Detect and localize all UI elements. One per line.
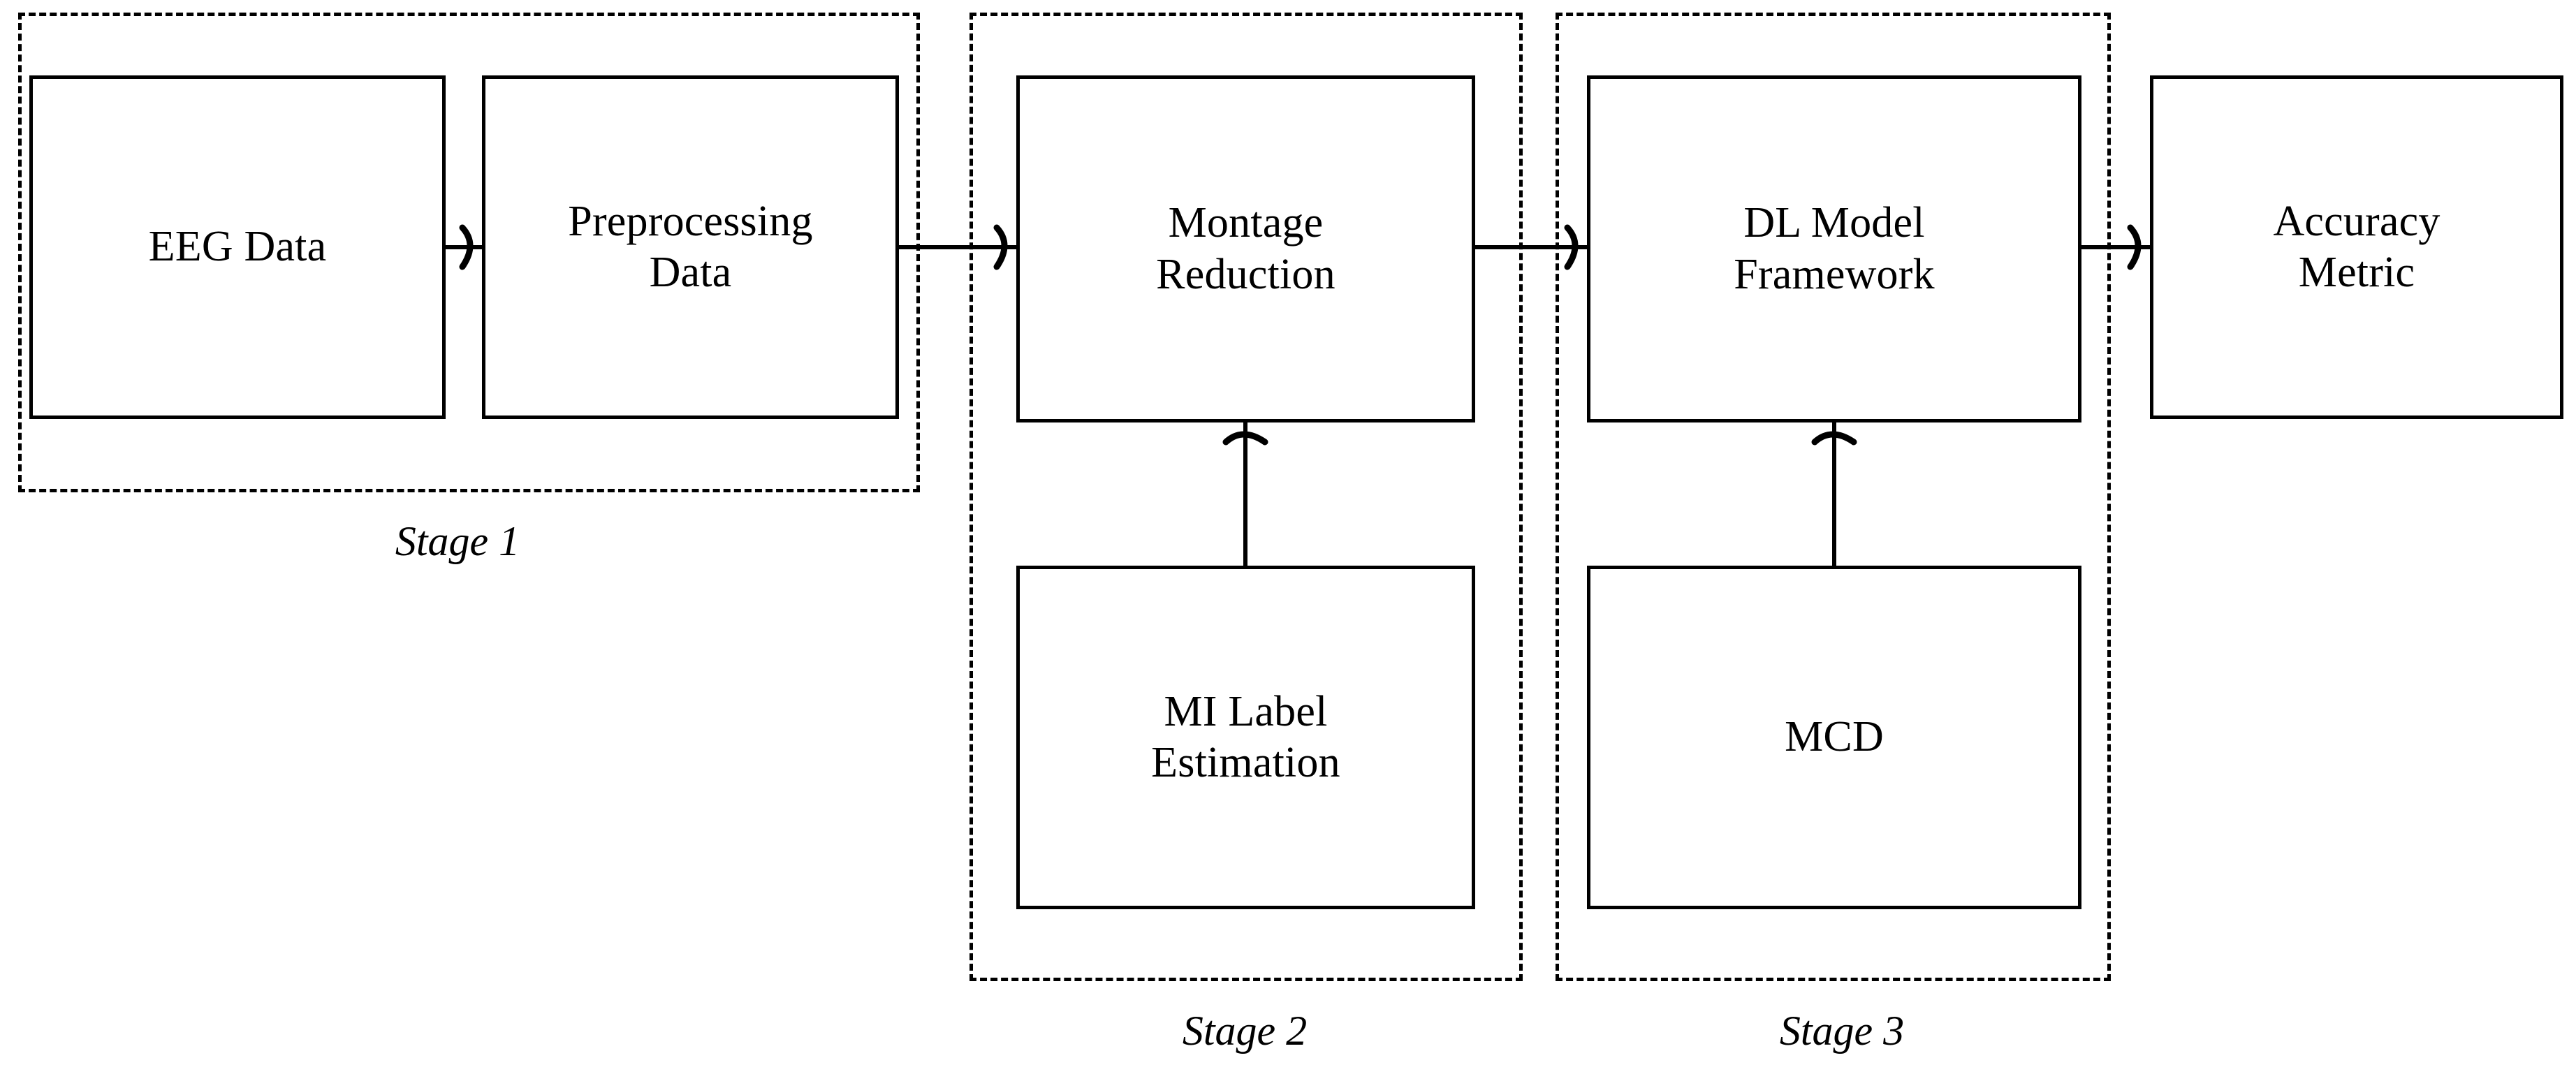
node-label-dl-model-framework: DL Model Framework [1734,199,1935,298]
node-label-mi-label-estimation: MI Label Estimation [1151,687,1340,786]
node-mcd[interactable]: MCD [1587,566,2081,909]
node-label-preprocessing-data: Preprocessing Data [568,197,813,296]
node-label-accuracy-metric: Accuracy Metric [2273,197,2440,296]
stage-group-3 [1556,13,2111,981]
node-montage-reduction[interactable]: Montage Reduction [1016,75,1475,422]
stage-caption-2: Stage 2 [1182,1008,1308,1054]
stage-group-2 [969,13,1523,981]
node-label-montage-reduction: Montage Reduction [1156,199,1335,298]
stage-group-1 [18,13,920,492]
node-accuracy-metric[interactable]: Accuracy Metric [2150,75,2563,419]
node-label-mcd: MCD [1785,713,1884,761]
node-mi-label-estimation[interactable]: MI Label Estimation [1016,566,1475,909]
stage-caption-3: Stage 3 [1779,1008,1905,1054]
node-dl-model-framework[interactable]: DL Model Framework [1587,75,2081,422]
node-label-eeg-data: EEG Data [148,223,327,271]
node-eeg-data[interactable]: EEG Data [29,75,446,419]
node-preprocessing-data[interactable]: Preprocessing Data [482,75,899,419]
stage-caption-1: Stage 1 [395,518,520,564]
